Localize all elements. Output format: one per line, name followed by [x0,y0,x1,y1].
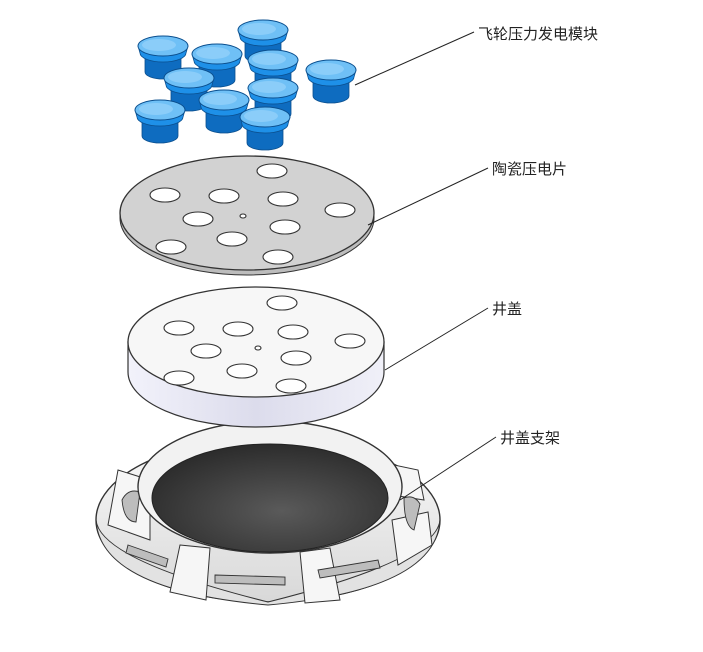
manhole-cover [127,286,385,428]
flywheel-module [163,67,215,112]
leader-ceramic [367,167,489,226]
flywheel-module [198,89,250,134]
leader-flywheel [354,31,475,86]
flywheel-module [134,99,186,144]
leader-cover [384,307,489,371]
cover-top [127,286,385,398]
frame-slots [121,490,421,586]
label-ceramic-piezo: 陶瓷压电片 [492,160,568,178]
leader-lines [354,31,497,501]
ceramic-holes [149,163,356,265]
label-manhole-cover: 井盖 [492,300,523,318]
cover-holes [163,295,366,394]
label-cover-frame: 井盖支架 [500,429,561,447]
flywheel-module [191,43,243,88]
flywheel-module [305,59,357,104]
ceramic-top [119,155,375,271]
manhole-cover-frame [95,420,441,606]
flywheel-module [239,106,291,151]
flywheel-module-group [134,19,357,151]
frame-recess [151,443,389,553]
leader-frame [399,436,497,501]
ceramic-piezo-plate [119,155,375,276]
label-flywheel-module: 飞轮压力发电模块 [478,25,599,43]
